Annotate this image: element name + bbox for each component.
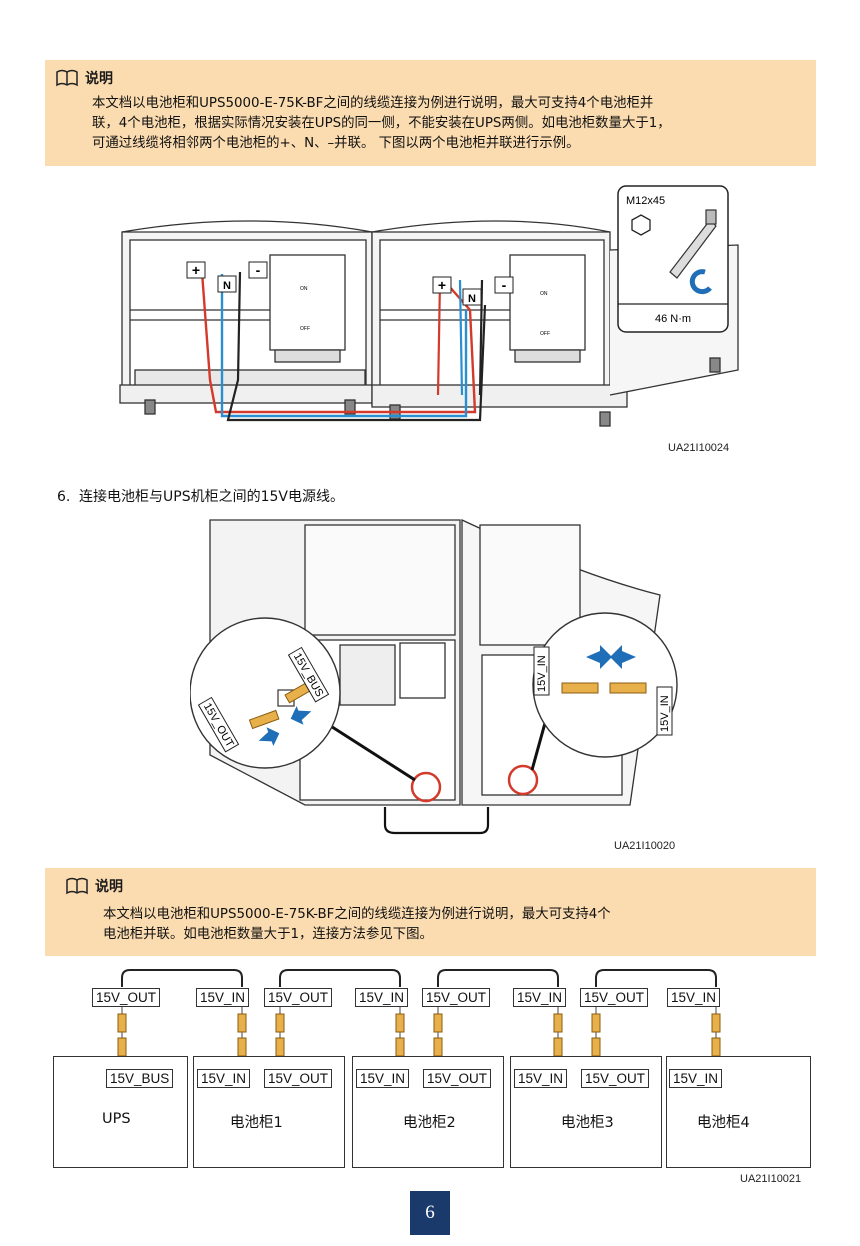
unit-label: 电池柜1 (230, 1115, 283, 1131)
ups-box: 15V_BUS UPS (53, 1056, 188, 1168)
note-header: 说明 (65, 876, 123, 896)
note-line: 可通过线缆将相邻两个电池柜的+、N、–并联。 下图以两个电池柜并联进行示例。 (92, 136, 580, 151)
switch-on-label: ON (300, 286, 308, 292)
battery-cabinet-3-box: 15V_IN 15V_OUT 电池柜3 (510, 1056, 662, 1168)
unit-label: 电池柜4 (697, 1115, 750, 1131)
note-text: 本文档以电池柜和UPS5000-E-75K-BF之间的线缆连接为例进行说明，最大… (92, 94, 671, 154)
note-box-2: 说明 本文档以电池柜和UPS5000-E-75K-BF之间的线缆连接为例进行说明… (45, 868, 816, 956)
terminal-minus-label: - (502, 277, 507, 293)
figure-id: UA21I10020 (614, 840, 676, 852)
label-15v-in: 15V_IN (536, 655, 548, 692)
port-label: 15V_IN (355, 988, 409, 1007)
port-label: 15V_OUT (580, 988, 649, 1007)
battery-cabinet-1 (119, 220, 376, 415)
port-label: 15V_IN (513, 988, 567, 1007)
port-label: 15V_IN (669, 1069, 723, 1088)
arrow-icon (610, 645, 636, 669)
battery-cabinet-2-box: 15V_IN 15V_OUT 电池柜2 (352, 1056, 504, 1168)
port-label: 15V_IN (667, 988, 721, 1007)
port-label: 15V_BUS (106, 1069, 174, 1088)
arrow-icon (290, 705, 312, 725)
note-line: 电池柜并联。如电池柜数量大于1，连接方法参见下图。 (103, 927, 433, 942)
terminal-plus-label: + (438, 277, 446, 293)
book-icon (66, 877, 88, 895)
terminal-n-label: N (468, 293, 476, 305)
port-label: 15V_IN (196, 988, 250, 1007)
note-header: 说明 (55, 68, 113, 88)
book-icon (56, 69, 78, 87)
port-label: 15V_OUT (92, 988, 161, 1007)
cable-positive (200, 271, 477, 414)
zoom-detail-left: 15V_BUS 15V_OUT (190, 617, 341, 769)
port-label: 15V_IN (514, 1069, 568, 1088)
switch-on-label: ON (540, 291, 548, 297)
note-box-1: 说明 本文档以电池柜和UPS5000-E-75K-BF之间的线缆连接为例进行说明… (45, 60, 816, 166)
connection-highlight-left (410, 771, 442, 803)
figure-15v-cable: 15V_BUS 15V_OUT 15V_IN 15V_IN (190, 518, 678, 835)
note-title: 说明 (85, 71, 113, 87)
battery-cabinet-2 (371, 220, 739, 427)
bolt-spec: M12x45 (626, 195, 665, 207)
page-number: 6 (410, 1191, 450, 1235)
unit-label: 电池柜3 (561, 1115, 614, 1131)
figure-battery-cabinets: ON OFF ON OFF + N - + N - M12x45 46 N·m (119, 185, 739, 427)
port-label: 15V_OUT (581, 1069, 650, 1088)
cable-neutral (220, 274, 468, 418)
step-number: 6. (57, 489, 71, 505)
rotate-clockwise-icon (689, 269, 712, 295)
15v-cable (383, 807, 490, 835)
terminal-labels-cabinet-1: + N - (186, 261, 268, 293)
figure-id: UA21I10024 (668, 442, 730, 454)
connection-highlight-right (507, 764, 539, 796)
port-label: 15V_OUT (422, 988, 491, 1007)
battery-cabinet-4-box: 15V_IN 电池柜4 (666, 1056, 811, 1168)
terminal-labels-cabinet-2: + N - (432, 276, 514, 306)
battery-cabinet-1-box: 15V_IN 15V_OUT 电池柜1 (193, 1056, 345, 1168)
arrow-icon (586, 645, 612, 669)
wiring-diagram: 15V_OUT 15V_IN 15V_OUT 15V_IN 15V_OUT 15… (0, 960, 860, 1190)
terminal-n-label: N (223, 280, 231, 292)
terminal-minus-label: - (256, 262, 261, 278)
torque-callout: M12x45 46 N·m (617, 185, 729, 333)
zoom-detail-right: 15V_IN 15V_IN (532, 612, 678, 758)
port-label: 15V_IN (356, 1069, 410, 1088)
arrow-icon (258, 727, 280, 747)
port-label: 15V_OUT (264, 1069, 333, 1088)
wiring-lines (117, 969, 721, 1068)
hex-bolt-icon (631, 214, 651, 236)
torque-value: 46 N·m (655, 313, 691, 325)
cable-negative (226, 271, 487, 422)
figure-id: UA21I10021 (740, 1173, 802, 1185)
wrench-icon (669, 209, 717, 279)
terminal-plus-label: + (192, 262, 200, 278)
label-15v-in: 15V_IN (659, 695, 671, 732)
step-item: 6. 连接电池柜与UPS机柜之间的15V电源线。 (57, 486, 344, 506)
note-line: 本文档以电池柜和UPS5000-E-75K-BF之间的线缆连接为例进行说明，最大… (92, 96, 654, 111)
unit-label: 电池柜2 (403, 1115, 456, 1131)
port-label: 15V_IN (197, 1069, 251, 1088)
note-line: 联，4个电池柜，根据实际情况安装在UPS的同一侧，不能安装在UPS两侧。如电池柜… (92, 116, 671, 131)
switch-off-label: OFF (300, 326, 310, 332)
switch-off-label: OFF (540, 331, 550, 337)
port-label: 15V_OUT (423, 1069, 492, 1088)
port-label: 15V_OUT (264, 988, 333, 1007)
note-title: 说明 (95, 879, 123, 895)
note-line: 本文档以电池柜和UPS5000-E-75K-BF之间的线缆连接为例进行说明，最大… (103, 907, 611, 922)
connector-plugs (117, 1013, 721, 1057)
unit-label: UPS (102, 1111, 131, 1127)
step-text: 连接电池柜与UPS机柜之间的15V电源线。 (79, 489, 344, 505)
note-text: 本文档以电池柜和UPS5000-E-75K-BF之间的线缆连接为例进行说明，最大… (103, 905, 611, 945)
